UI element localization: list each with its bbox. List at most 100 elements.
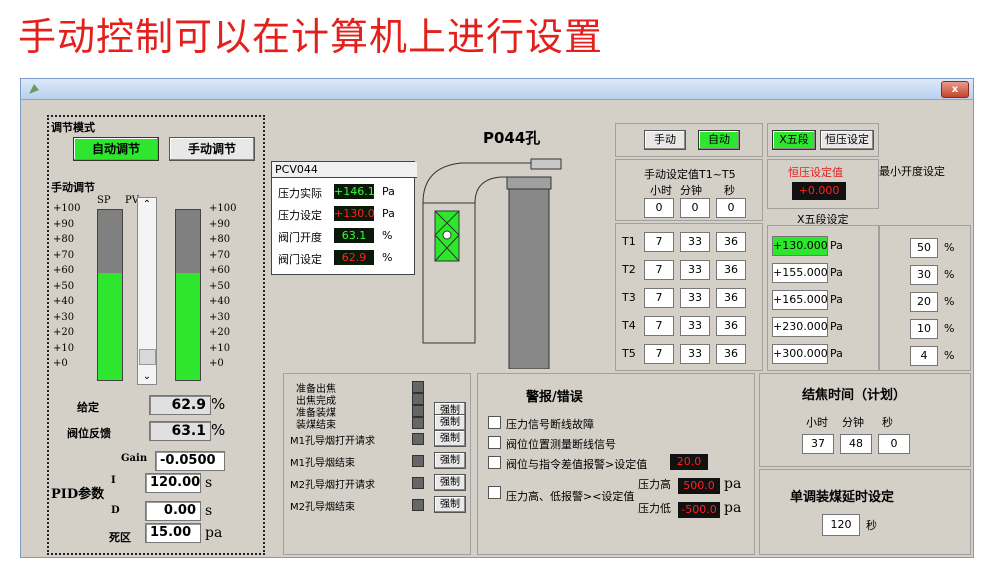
pid-i-label: I [111, 475, 116, 486]
left-scale-tick: +50 [53, 280, 75, 292]
min-open-input[interactable]: 10 [910, 319, 938, 339]
min-open-title: 最小开度设定 [879, 165, 945, 178]
right-scale-tick: +10 [209, 342, 231, 354]
manual-setpoint-minute-label: 分钟 [680, 184, 702, 197]
close-button[interactable]: x [941, 81, 969, 98]
status-force-button[interactable]: 强制 [434, 430, 466, 447]
chevron-down-icon[interactable]: ⌄ [142, 371, 152, 382]
status-label: 装煤结束 [296, 420, 336, 431]
alarm-checkbox-1[interactable] [488, 416, 501, 429]
right-scale-tick: +50 [209, 280, 231, 292]
slider-thumb[interactable] [139, 348, 156, 365]
x5-setting-input[interactable]: +130.000 [772, 236, 828, 256]
app-icon [29, 84, 39, 94]
period-hour-input[interactable]: 7 [644, 232, 674, 252]
coking-second-input[interactable]: 0 [878, 434, 910, 454]
period-minute-input[interactable]: 33 [680, 288, 710, 308]
left-scale-tick: +70 [53, 249, 75, 261]
x5-setting-input[interactable]: +300.000 [772, 344, 828, 364]
period-second-input[interactable]: 36 [716, 316, 746, 336]
min-open-unit: % [944, 295, 955, 308]
auto-mode-button[interactable]: 自动调节 [73, 137, 159, 161]
pcv-row-value: +130.0 [334, 206, 375, 221]
period-second-input[interactable]: 36 [716, 232, 746, 252]
status-indicator [412, 393, 424, 405]
left-scale-tick: +80 [53, 234, 75, 245]
coking-box: 结焦时间（计划） 小时 分钟 秒 37 48 0 [759, 373, 971, 467]
manual-setpoint-minute-input[interactable]: 0 [680, 198, 710, 218]
period-second-input[interactable]: 36 [716, 260, 746, 280]
alarm-high-unit: pa [724, 476, 742, 492]
delay-unit: 秒 [866, 519, 877, 532]
pid-i-input[interactable]: 120.00 [145, 473, 201, 493]
sp-bar [97, 209, 123, 381]
pcv-row-value: +146.1 [334, 184, 375, 199]
status-force-button[interactable]: 强制 [434, 414, 466, 431]
manual-setpoint-second-input[interactable]: 0 [716, 198, 746, 218]
min-open-input[interactable]: 30 [910, 265, 938, 285]
status-force-button[interactable]: 强制 [434, 452, 466, 469]
x5-setting-unit: Pa [830, 239, 843, 252]
manual-button[interactable]: 手动 [644, 130, 686, 150]
left-scale-tick: +30 [53, 311, 75, 323]
alarm-checkbox-2[interactable] [488, 436, 501, 449]
period-second-input[interactable]: 36 [716, 288, 746, 308]
status-label: M2孔导烟打开请求 [290, 480, 375, 491]
x5-setting-input[interactable]: +165.000 [772, 290, 828, 310]
period-hour-input[interactable]: 7 [644, 316, 674, 336]
status-force-button[interactable]: 强制 [434, 496, 466, 513]
pcv-row-unit: Pa [382, 207, 395, 220]
manual-setpoint-box: 手动设定值T1~T5 小时 分钟 秒 0 0 0 [615, 159, 763, 221]
manual-mode-button[interactable]: 手动调节 [169, 137, 255, 161]
given-value: 62.9 [149, 395, 211, 415]
min-open-input[interactable]: 50 [910, 238, 938, 258]
auto-button[interactable]: 自动 [698, 130, 740, 150]
const-pressure-button[interactable]: 恒压设定 [820, 130, 874, 150]
min-open-input[interactable]: 4 [910, 346, 938, 366]
mode-select-box: X五段 恒压设定 [767, 123, 879, 157]
given-label: 给定 [77, 401, 99, 414]
x5-setting-unit: Pa [830, 347, 843, 360]
alarm-high-value: 500.0 [678, 478, 720, 494]
min-open-unit: % [944, 268, 955, 281]
period-hour-input[interactable]: 7 [644, 288, 674, 308]
alarm-diff-value: 20.0 [670, 454, 708, 470]
status-force-button[interactable]: 强制 [434, 474, 466, 491]
deadzone-input[interactable]: 15.00 [145, 523, 201, 543]
deadzone-unit: pa [205, 525, 223, 541]
min-open-input[interactable]: 20 [910, 292, 938, 312]
period-label: T2 [622, 263, 636, 276]
x5-setting-unit: Pa [830, 293, 843, 306]
coking-hour-input[interactable]: 37 [802, 434, 834, 454]
status-indicator [412, 417, 424, 429]
period-second-input[interactable]: 36 [716, 344, 746, 364]
coking-title: 结焦时间（计划） [802, 388, 907, 403]
min-open-box: 50%30%20%10%4% [879, 225, 971, 371]
period-minute-input[interactable]: 33 [680, 316, 710, 336]
pid-d-input[interactable]: 0.00 [145, 501, 201, 521]
x5-button[interactable]: X五段 [772, 130, 816, 150]
alarm-checkbox-3[interactable] [488, 456, 501, 469]
alarm-high-label: 压力高 [638, 478, 671, 491]
period-label: T5 [622, 347, 636, 360]
period-hour-input[interactable]: 7 [644, 260, 674, 280]
period-minute-input[interactable]: 33 [680, 260, 710, 280]
manual-slider[interactable]: ⌃ ⌄ [137, 197, 157, 385]
alarm-checkbox-4[interactable] [488, 486, 501, 499]
manual-setpoint-hour-input[interactable]: 0 [644, 198, 674, 218]
manual-setpoint-hour-label: 小时 [650, 184, 672, 197]
gain-input[interactable]: -0.0500 [155, 451, 225, 471]
right-scale-tick: +100 [209, 203, 237, 214]
right-scale-tick: +30 [209, 311, 231, 323]
manual-setpoint-title: 手动设定值T1~T5 [644, 168, 736, 181]
coking-minute-input[interactable]: 48 [840, 434, 872, 454]
x5-setting-input[interactable]: +155.000 [772, 263, 828, 283]
chevron-up-icon[interactable]: ⌃ [142, 199, 152, 210]
period-minute-input[interactable]: 33 [680, 344, 710, 364]
page-title: 手动控制可以在计算机上进行设置 [18, 15, 604, 59]
x5-setting-input[interactable]: +230.000 [772, 317, 828, 337]
period-hour-input[interactable]: 7 [644, 344, 674, 364]
period-minute-input[interactable]: 33 [680, 232, 710, 252]
delay-input[interactable]: 120 [822, 514, 860, 536]
